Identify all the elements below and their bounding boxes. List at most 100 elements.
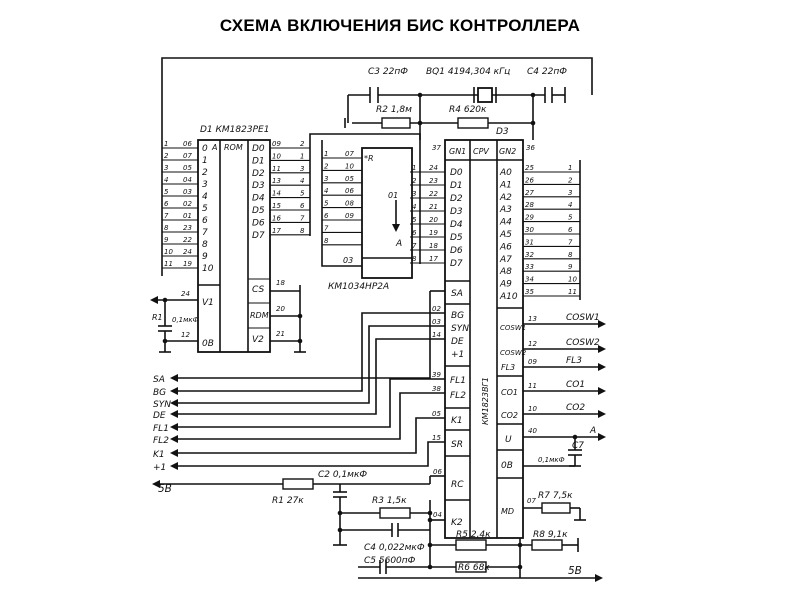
right-signal-label: CO1	[566, 380, 585, 390]
c2-label: C2 0,1мкФ	[318, 470, 367, 480]
d3-data-net: 3	[412, 190, 416, 198]
d3-data-net: 8	[412, 255, 417, 263]
arrow-right-icon	[598, 320, 606, 328]
v1-supply-wiring	[150, 296, 198, 353]
d1-data-output-label: D2	[252, 169, 265, 179]
d3-right-pin: 12	[528, 340, 537, 348]
d1-rom-chip	[197, 139, 271, 353]
c1-value: 0,1мкФ	[172, 316, 199, 324]
left-signal-label: +1	[153, 463, 166, 473]
d1-addr-pin-num: 24	[183, 248, 192, 256]
d3-data-input-label: D1	[450, 181, 463, 191]
left-signal-label: SA	[153, 375, 165, 385]
d1-data-net: 3	[300, 165, 304, 173]
d1-0v-pin: 12	[181, 331, 190, 339]
d3-data-input-label: D2	[450, 194, 463, 204]
d1-addr-input-label: 10	[202, 264, 214, 274]
d3-u: U	[505, 435, 512, 445]
mux-input-net: 6	[324, 212, 329, 220]
d3-addr-net: 3	[568, 189, 572, 197]
d1-cs-pin: 18	[276, 279, 285, 287]
arrow-right-icon	[598, 363, 606, 371]
d3-addr-output-label: A1	[499, 180, 512, 190]
d3-addr-output-label: A6	[499, 242, 512, 252]
d3-de: DE	[451, 337, 464, 347]
d3-data-input-label: D5	[450, 233, 463, 243]
d1-0v: 0В	[202, 339, 214, 349]
c4b-label: C4 0,022мкФ	[364, 543, 425, 553]
right-signal-label: COSW2	[566, 338, 600, 348]
d3-addr-net: 10	[568, 276, 577, 284]
d1-data-net: 8	[300, 227, 305, 235]
d3-data-net: 1	[412, 164, 416, 172]
d1-addr-pin-num: 01	[183, 212, 192, 220]
d3-addr-pin: 35	[525, 288, 534, 296]
left-signal-wire	[178, 291, 431, 379]
mux-input-pin: 08	[345, 200, 354, 208]
d1-addr-input-label: 1	[202, 156, 208, 166]
d1-a-label: A	[211, 143, 217, 152]
left-signal-wire	[178, 441, 445, 467]
d3-addr-pin: 29	[525, 214, 534, 222]
d1-addr-pin-left: 1	[164, 140, 168, 148]
right-signal-label: FL3	[566, 356, 582, 366]
mux-input-net: 1	[324, 150, 328, 158]
d1-rdm: RDM	[250, 311, 269, 320]
d3-addr-output-label: A10	[499, 292, 518, 302]
d1-addr-input-label: 5	[202, 204, 208, 214]
d1-addr-pin-left: 5	[164, 188, 169, 196]
d1-addr-input-label: 7	[202, 228, 208, 238]
d3-addr-output-label: A9	[499, 280, 512, 290]
mux-input-net: 4	[324, 187, 328, 195]
mux-input-pin: 07	[345, 150, 354, 158]
d3-data-pin: 21	[429, 203, 438, 211]
d1-data-pin: 13	[272, 177, 281, 185]
mux-input-pin: 09	[345, 212, 354, 220]
mux-chip	[361, 147, 413, 279]
d1-data-pin: 09	[272, 140, 281, 148]
arrow-left-icon	[170, 423, 178, 431]
r7-label: R7 7,5к	[538, 491, 573, 501]
mux-input-net: 3	[324, 175, 328, 183]
d3-addr-output-label: A2	[499, 193, 512, 203]
d3-left-pin: 15	[432, 434, 441, 442]
d1-addr-pin-num: 07	[183, 152, 192, 160]
d1-addr-pin-left: 7	[164, 212, 169, 220]
d3-data-net: 7	[412, 242, 417, 250]
d3-sa: SA	[451, 289, 463, 299]
d3-bg: BG	[451, 311, 464, 321]
d3-sr: SR	[451, 440, 463, 450]
arrow-left-icon	[170, 399, 178, 407]
d3-gn1: GN1	[449, 147, 466, 156]
d1-addr-input-label: 2	[202, 168, 208, 178]
d3-controller-chip	[444, 139, 524, 539]
d1-data-net: 4	[300, 177, 304, 185]
c7-label: C7	[572, 441, 584, 451]
d3-addr-pin: 27	[525, 189, 534, 197]
d3-addr-net: 2	[568, 176, 573, 184]
d1-addr-pin-left: 2	[164, 152, 169, 160]
left-signal-label: FL1	[153, 424, 169, 434]
arrow-right-icon	[598, 387, 606, 395]
d3-u-pin: 40	[528, 427, 537, 435]
mux-pin03: 03	[343, 256, 353, 265]
arrow-left-icon	[170, 462, 178, 470]
d1-data-net: 6	[300, 202, 305, 210]
mux-input-net: 5	[324, 200, 329, 208]
arrow-left-icon	[170, 387, 178, 395]
c7-network	[523, 433, 606, 467]
d3-addr-pin: 30	[525, 226, 534, 234]
d3-right-pin: 11	[528, 382, 537, 390]
d3-addr-pin: 28	[525, 201, 534, 209]
d3-left-pin: 38	[432, 385, 441, 393]
d1-data-net: 1	[300, 152, 304, 160]
left-signal-label: DE	[153, 411, 166, 421]
d1-data-output-label: D0	[252, 144, 265, 154]
d1-data-output-label: D1	[252, 156, 265, 166]
arrow-left-icon	[170, 410, 178, 418]
d3-addr-pin: 34	[525, 276, 534, 284]
mux-pin03-wire	[321, 256, 362, 267]
